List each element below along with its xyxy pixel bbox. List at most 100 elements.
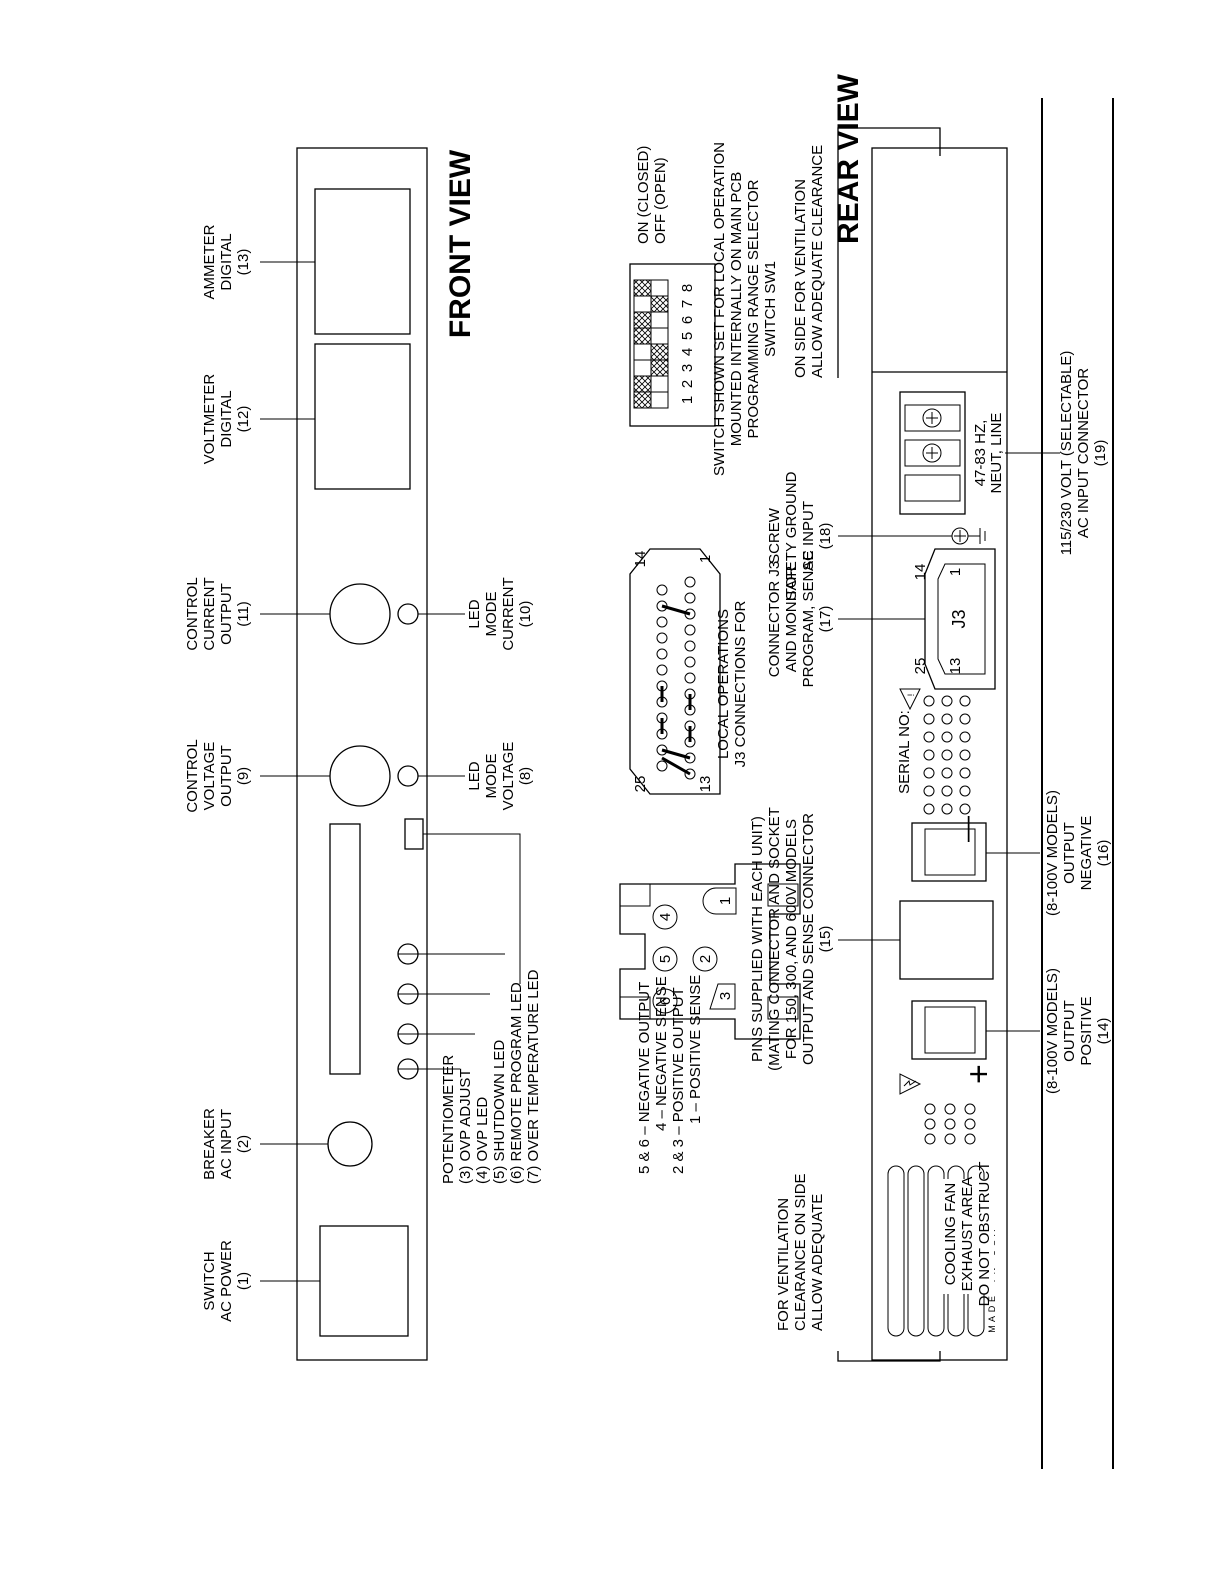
svg-text:SWITCH SW1: SWITCH SW1 [762,261,779,357]
svg-text:(16): (16) [1095,840,1112,867]
svg-text:FOR VENTILATION: FOR VENTILATION [775,1198,792,1331]
svg-text:(8-100V MODELS): (8-100V MODELS) [1044,790,1061,916]
serial-no-label: SERIAL NO: [896,710,913,794]
callout-9: (9) OUTPUT VOLTAGE CONTROL [184,739,252,812]
sw1-toggle-on-cell [633,327,652,345]
callout-16: (16) NEGATIVE OUTPUT (8-100V MODELS) [1044,790,1112,916]
callout-1: (1) AC POWER SWITCH [201,1240,252,1322]
front-panel-outline [296,147,428,1361]
callout-19: (19) AC INPUT CONNECTOR 115/230 VOLT (SE… [1058,351,1109,556]
sw1-toggles [633,279,669,409]
svg-text:AC INPUT: AC INPUT [800,501,817,571]
callout-13: (13) DIGITAL AMMETER [201,224,252,299]
svg-text:(11): (11) [235,601,252,627]
svg-text:CLEARANCE ON SIDE: CLEARANCE ON SIDE [792,1173,809,1331]
svg-text:(18): (18) [817,523,834,550]
conn15-pin-3: 3 [717,992,734,1000]
digital-voltmeter [314,343,411,490]
j3-local-pin-1: 1 [697,555,714,563]
svg-text:AMMETER: AMMETER [201,224,218,299]
svg-text:MOUNTED INTERNALLY ON MAIN PCB: MOUNTED INTERNALLY ON MAIN PCB [728,172,745,446]
svg-text:3: 3 [679,364,696,372]
svg-text:VOLTAGE: VOLTAGE [201,742,218,811]
positive-sign: + [960,1064,998,1084]
svg-text:A: A [987,1316,997,1322]
j3-pin-13: 13 [947,658,964,675]
callout-10: (10) CURRENT MODE LED [466,577,534,650]
conn15-pin-5: 5 [657,955,674,963]
ac-input-breaker[interactable] [327,1121,373,1167]
svg-text:7: 7 [679,300,696,308]
connector-15-legend: 1 – POSITIVE SENSE 2 & 3 – POSITIVE OUTP… [636,975,704,1174]
vent-holes-grid [923,695,971,815]
sw1-on-label: ON (CLOSED) [635,146,652,244]
svg-text:M: M [987,1325,997,1333]
j3-local-title: J3 CONNECTIONS FOR LOCAL OPERATIONS [715,600,749,767]
svg-text:POSITIVE: POSITIVE [1078,996,1095,1065]
svg-text:VOLTMETER: VOLTMETER [201,374,218,465]
ac-terminal-label-1: 47-83 HZ, [972,420,989,487]
svg-text:NEGATIVE: NEGATIVE [1078,816,1095,891]
svg-text:AC POWER: AC POWER [218,1240,235,1322]
sw1-toggle-off-cell [650,295,669,313]
svg-text:PROGRAMMING RANGE SELECTOR: PROGRAMMING RANGE SELECTOR [745,179,762,438]
svg-text:5: 5 [679,332,696,340]
sw1-toggle-off-cell [650,359,669,377]
high-voltage-warning-icon [899,1073,922,1095]
output-current-control[interactable] [329,583,391,645]
callout-17: (17) PROGRAM, SENSE AND MONITOR CONNECTO… [766,551,834,688]
svg-text:ALLOW ADEQUATE CLEARANCE: ALLOW ADEQUATE CLEARANCE [809,145,826,378]
svg-text:VOLTAGE: VOLTAGE [500,742,517,811]
svg-text:4 – NEGATIVE SENSE: 4 – NEGATIVE SENSE [653,976,670,1131]
fan-label: COOLING FAN EXHAUST AREA DO NOT OBSTRUCT [942,1162,994,1307]
output-voltage-control[interactable] [329,745,391,807]
svg-text:FOR 150, 300, AND 600V MODELS: FOR 150, 300, AND 600V MODELS [783,819,800,1059]
svg-text:AC INPUT: AC INPUT [218,1109,235,1179]
svg-text:115/230 VOLT (SELECTABLE): 115/230 VOLT (SELECTABLE) [1058,351,1075,556]
j3-pin-25: 25 [912,658,929,675]
sw1-toggle-on-cell [633,391,652,409]
svg-text:(17): (17) [817,606,834,633]
svg-text:CONNECTOR J3: CONNECTOR J3 [766,561,783,677]
svg-text:(8): (8) [517,767,534,785]
svg-text:LED: LED [466,761,483,790]
svg-text:DIGITAL: DIGITAL [218,233,235,290]
clearance-bracket-right [837,127,941,378]
current-mode-led [397,603,419,625]
j3-local-pin-13: 13 [697,776,714,793]
ac-terminal-label-2: NEUT, LINE [988,413,1005,494]
svg-text:DO NOT OBSTRUCT: DO NOT OBSTRUCT [976,1162,993,1307]
sw1-body [629,263,716,427]
callout-11: (11) OUTPUT CURRENT CONTROL [184,577,252,650]
svg-text:EXHAUST AREA: EXHAUST AREA [959,1177,976,1292]
svg-text:OUTPUT: OUTPUT [1061,822,1078,884]
svg-text:OUTPUT: OUTPUT [218,745,235,807]
sw1-toggle-off-cell [650,391,669,409]
callout-8: (8) VOLTAGE MODE LED [466,742,534,811]
callout-5: (5) SHUTDOWN LED [491,1040,508,1184]
svg-text:COOLING FAN: COOLING FAN [942,1183,959,1286]
svg-text:LED: LED [466,599,483,628]
ac-terminal-block [899,391,966,515]
svg-text:(13): (13) [235,249,252,276]
clearance-bracket-left [837,1351,941,1362]
svg-text:1: 1 [679,396,696,404]
svg-text:PINS SUPPLIED WITH EACH UNIT): PINS SUPPLIED WITH EACH UNIT) [749,816,766,1062]
svg-text:E: E [987,1296,997,1302]
svg-text:MODE: MODE [483,754,500,799]
svg-text:LOCAL OPERATIONS: LOCAL OPERATIONS [715,609,732,759]
svg-text:OUTPUT: OUTPUT [1061,1000,1078,1062]
ac-power-switch[interactable] [319,1225,409,1337]
rear-view-title: REAR VIEW [832,73,865,244]
svg-text:(10): (10) [517,601,534,628]
front-small-switch[interactable] [404,818,424,850]
vent-holes-left [924,1103,976,1145]
sw1-toggle-on-cell [633,359,652,377]
j3-local-pin-25: 25 [632,776,649,793]
voltage-mode-led [397,765,419,787]
svg-text:CURRENT: CURRENT [500,577,517,650]
svg-text:(9): (9) [235,767,252,785]
sw1-toggle-off-cell [650,327,669,345]
svg-text:OUTPUT: OUTPUT [218,583,235,645]
